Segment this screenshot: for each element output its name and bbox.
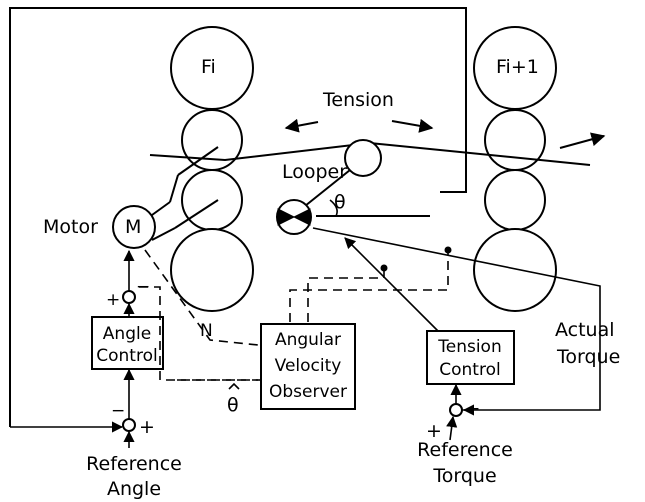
strip-line — [149, 141, 591, 166]
looper-roll — [344, 139, 382, 177]
angle-control-block — [91, 316, 164, 370]
tension-dashed-1 — [307, 268, 385, 322]
work-roll-bottom-fi — [181, 169, 243, 231]
theta-arc — [329, 199, 338, 217]
n-signal-dashed — [144, 249, 259, 346]
stand-fi1: Fi+1 — [473, 26, 557, 312]
observer-block — [260, 323, 356, 410]
plant-frame — [9, 7, 467, 427]
tension-control-label-2: Control — [439, 360, 500, 380]
looper-label: Looper — [282, 161, 347, 183]
tension-arrow-left — [284, 118, 319, 133]
torque-dot-1 — [380, 264, 388, 272]
observer-label-3: Observer — [269, 382, 347, 402]
ref-torque-label-2: Torque — [432, 465, 496, 487]
ref-torque-junction — [449, 403, 463, 417]
stand-fi1-label: Fi+1 — [496, 56, 539, 78]
drive-shaft-1 — [177, 146, 219, 176]
angle-control-label-2: Control — [96, 346, 157, 366]
looper-pivot-bowtie — [277, 208, 311, 226]
stand-fi-label: Fi — [201, 56, 216, 78]
ref-angle-label-1: Reference — [86, 453, 182, 475]
torque-command-line — [344, 237, 439, 332]
observer-label-1: Angular — [275, 330, 341, 350]
ref-angle-minus: − — [111, 401, 125, 421]
actual-torque-label-1: Actual — [555, 319, 615, 341]
looper-arm — [299, 169, 351, 211]
backup-roll-bottom-fi1 — [473, 228, 557, 312]
ref-torque-plus: + — [426, 420, 442, 442]
angle-control-label-1: Angle — [103, 324, 151, 344]
theta-label: θ — [334, 191, 346, 213]
torque-dot-2 — [444, 246, 452, 254]
angle-sum-plus: + — [106, 290, 120, 310]
ref-angle-plus: + — [139, 416, 155, 438]
tension-control-label-1: Tension — [437, 337, 501, 357]
tension-label: Tension — [322, 89, 394, 111]
ref-torque-label-1: Reference — [417, 439, 513, 461]
ref-angle-label-2: Angle — [107, 478, 161, 500]
work-roll-bottom-fi1 — [484, 169, 546, 231]
motor-circle — [112, 205, 156, 249]
observer-label-2: Velocity — [275, 356, 342, 376]
tension-arrow-right — [391, 118, 434, 133]
theta-hat-caret — [228, 382, 240, 390]
drive-shaft-2 — [174, 199, 219, 229]
strip-exit-arrow — [559, 132, 606, 149]
angle-sum-junction — [122, 290, 136, 304]
stand-fi: Fi — [170, 26, 254, 312]
actual-torque-line — [312, 227, 601, 411]
angle-feedback-dashed — [139, 286, 258, 381]
tension-control-block — [426, 330, 515, 385]
motor-label: Motor — [43, 216, 98, 238]
ref-torque-minus: − — [466, 399, 480, 419]
work-roll-top-fi — [181, 109, 243, 171]
motor-link-3 — [151, 227, 176, 241]
motor-link-2 — [169, 174, 179, 203]
motor-symbol: M — [125, 216, 141, 238]
ref-torque-input — [446, 415, 458, 441]
motor-link-1 — [151, 201, 171, 216]
backup-roll-bottom-fi — [170, 228, 254, 312]
work-roll-top-fi1 — [484, 109, 546, 171]
actual-torque-label-2: Torque — [556, 346, 620, 368]
theta-hat-label: θ — [227, 394, 239, 416]
tension-dashed-2 — [289, 250, 449, 322]
n-signal-label: N — [200, 321, 213, 341]
